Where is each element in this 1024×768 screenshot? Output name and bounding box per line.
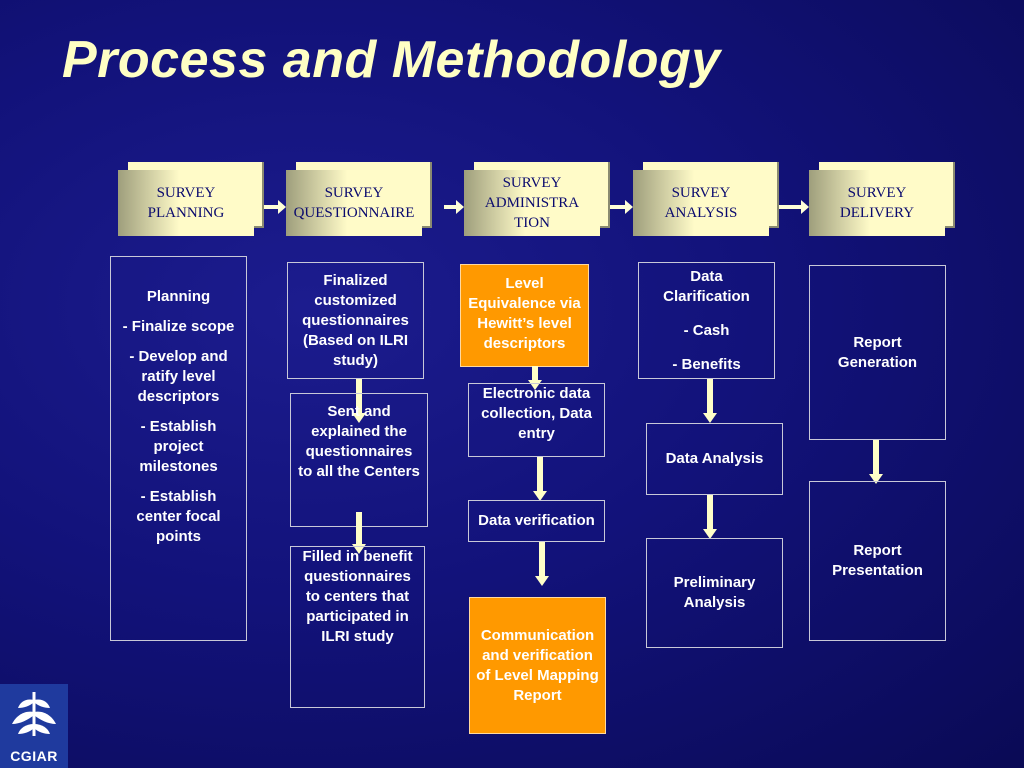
stage-label: SURVEY ADMINISTRA TION	[464, 170, 600, 236]
planning-item: - Establish project milestones	[139, 418, 218, 475]
administration-step-data-verification: Data verification	[468, 500, 605, 542]
wheat-icon	[12, 692, 56, 736]
flow-arrow	[869, 440, 883, 484]
stage-survey-questionnaire: SURVEY QUESTIONNAIRE	[286, 162, 432, 238]
stage-survey-planning: SURVEY PLANNING	[118, 162, 264, 238]
questionnaire-step-finalized: Finalized customized questionnaires (Bas…	[287, 262, 424, 379]
stage-arrow	[444, 200, 464, 214]
logo-text: CGIAR	[10, 748, 58, 764]
stage-arrow	[610, 200, 633, 214]
questionnaire-step-sent: Sent and explained the questionnaires to…	[290, 393, 428, 527]
stage-arrow	[264, 200, 286, 214]
stage-survey-administration: SURVEY ADMINISTRA TION	[464, 162, 610, 238]
analysis-step-data-analysis: Data Analysis	[646, 423, 783, 495]
planning-item: - Establish center focal points	[136, 488, 221, 545]
analysis-step-data-clarification: Data Clarification - Cash - Benefits	[638, 262, 775, 379]
page-title: Process and Methodology	[62, 31, 721, 89]
flow-arrow	[352, 512, 366, 554]
stage-arrow	[779, 200, 809, 214]
analysis-clarification-item: - Cash	[683, 321, 730, 339]
stage-label: SURVEY QUESTIONNAIRE	[286, 170, 422, 236]
flow-arrow	[528, 366, 542, 390]
analysis-clarification-title: Data Clarification	[663, 267, 750, 305]
planning-box: Planning - Finalize scope - Develop and …	[110, 256, 247, 641]
stage-survey-delivery: SURVEY DELIVERY	[809, 162, 955, 238]
flow-arrow	[703, 495, 717, 539]
stage-label: SURVEY ANALYSIS	[633, 170, 769, 236]
analysis-step-preliminary: Preliminary Analysis	[646, 538, 783, 648]
cgiar-logo: CGIAR	[0, 684, 68, 768]
delivery-step-report-generation: Report Generation	[809, 265, 946, 440]
delivery-step-report-presentation: Report Presentation	[809, 481, 946, 641]
flow-arrow	[703, 379, 717, 423]
administration-step-level-equivalence: Level Equivalence via Hewitt’s level des…	[460, 264, 589, 367]
flow-arrow	[533, 457, 547, 501]
administration-step-communication: Communication and verification of Level …	[469, 597, 606, 734]
flow-arrow	[352, 379, 366, 423]
analysis-clarification-item: - Benefits	[672, 355, 741, 373]
administration-step-electronic-data: Electronic data collection, Data entry	[468, 383, 605, 457]
planning-item: - Finalize scope	[122, 318, 235, 335]
questionnaire-step-filled: Filled in benefit questionnaires to cent…	[290, 546, 425, 708]
flow-arrow	[535, 542, 549, 586]
stage-survey-analysis: SURVEY ANALYSIS	[633, 162, 779, 238]
stage-label: SURVEY DELIVERY	[809, 170, 945, 236]
planning-heading: Planning	[146, 288, 211, 305]
stage-label: SURVEY PLANNING	[118, 170, 254, 236]
planning-item: - Develop and ratify level descriptors	[129, 348, 228, 405]
